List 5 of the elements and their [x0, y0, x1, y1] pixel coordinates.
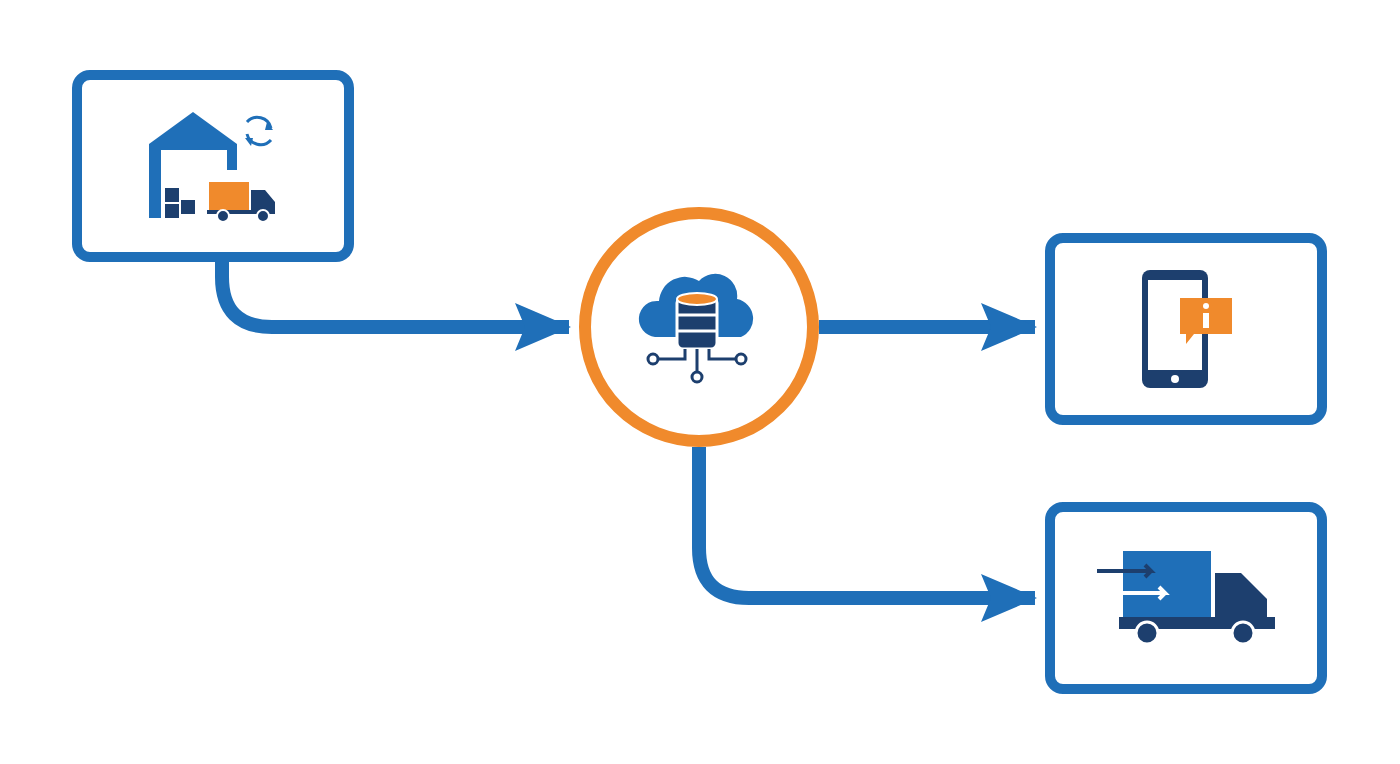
icon-box [1045, 502, 1327, 694]
icon-box [72, 70, 354, 262]
arrow [692, 447, 1037, 622]
icon-box [1045, 233, 1327, 425]
arrow [819, 303, 1037, 351]
